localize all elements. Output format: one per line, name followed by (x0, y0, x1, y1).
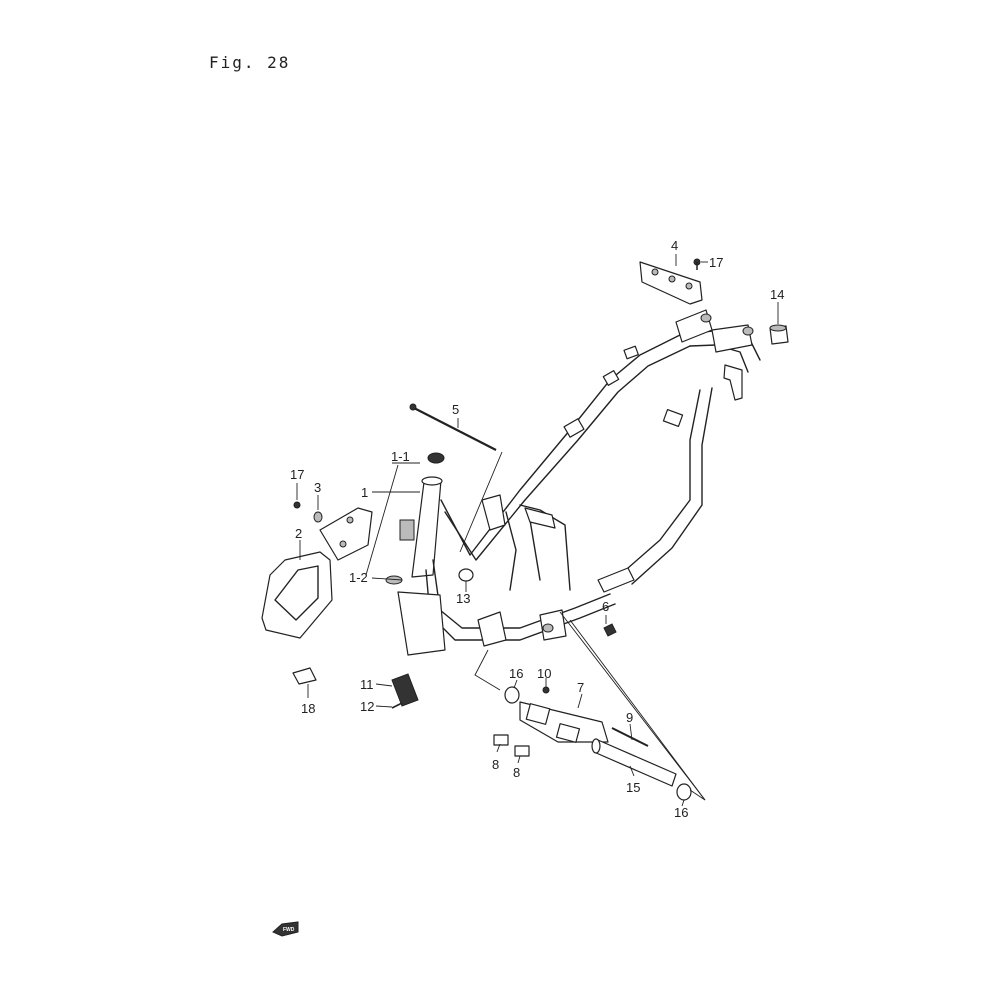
rubber-pad (292, 667, 317, 685)
callout-4: 4 (671, 238, 678, 253)
grommet (458, 568, 474, 582)
head-tube (411, 479, 442, 578)
callout-14: 14 (770, 287, 784, 302)
rear-carrier-bracket (639, 261, 703, 305)
callout-labels: 1 1-1 1-2 2 3 4 5 6 7 8 8 9 10 11 12 13 … (290, 238, 784, 820)
bearing-cap-top (427, 452, 445, 464)
long-bolt (413, 407, 497, 451)
callout-1-2: 1-2 (349, 570, 368, 585)
callout-17-top: 17 (709, 255, 723, 270)
callout-8-left: 8 (492, 757, 499, 772)
callout-11: 11 (360, 677, 374, 692)
forward-arrow-label: FWD (283, 927, 295, 933)
callout-10: 10 (537, 666, 551, 681)
callout-1-1: 1-1 (391, 449, 410, 464)
callout-6: 6 (602, 599, 609, 614)
callout-3: 3 (314, 480, 321, 495)
washer (313, 511, 323, 523)
head-tube-gusset (399, 519, 415, 541)
callout-9: 9 (626, 710, 633, 725)
leader-lines (296, 254, 779, 807)
callout-18: 18 (301, 701, 315, 716)
hanger-bolt (611, 727, 649, 747)
callout-16-right: 16 (674, 805, 688, 820)
bushing-left (504, 686, 520, 704)
bushing-right (676, 783, 692, 801)
callout-2: 2 (295, 526, 302, 541)
callout-13: 13 (456, 591, 470, 606)
rear-bracket-right (711, 324, 753, 353)
rivet (391, 702, 403, 709)
callout-15: 15 (626, 780, 640, 795)
head-tube-top (421, 476, 443, 486)
callout-17-left: 17 (290, 467, 304, 482)
nut (603, 623, 617, 637)
callout-5: 5 (452, 402, 459, 417)
main-frame (397, 309, 761, 656)
callout-8-right: 8 (513, 765, 520, 780)
clip-right (514, 745, 530, 757)
callout-12: 12 (360, 699, 374, 714)
figure-title: Fig. 28 (209, 53, 291, 72)
callout-16-left: 16 (509, 666, 523, 681)
frame-number-plate (391, 673, 419, 707)
callout-7: 7 (577, 680, 584, 695)
screw-left (293, 501, 301, 509)
footrest-plate (319, 507, 373, 561)
forward-arrow-icon: FWD (272, 921, 299, 937)
clip-left (493, 734, 509, 746)
footrest-bracket (261, 551, 333, 639)
callout-1: 1 (361, 485, 368, 500)
floor-bracket (397, 591, 446, 656)
